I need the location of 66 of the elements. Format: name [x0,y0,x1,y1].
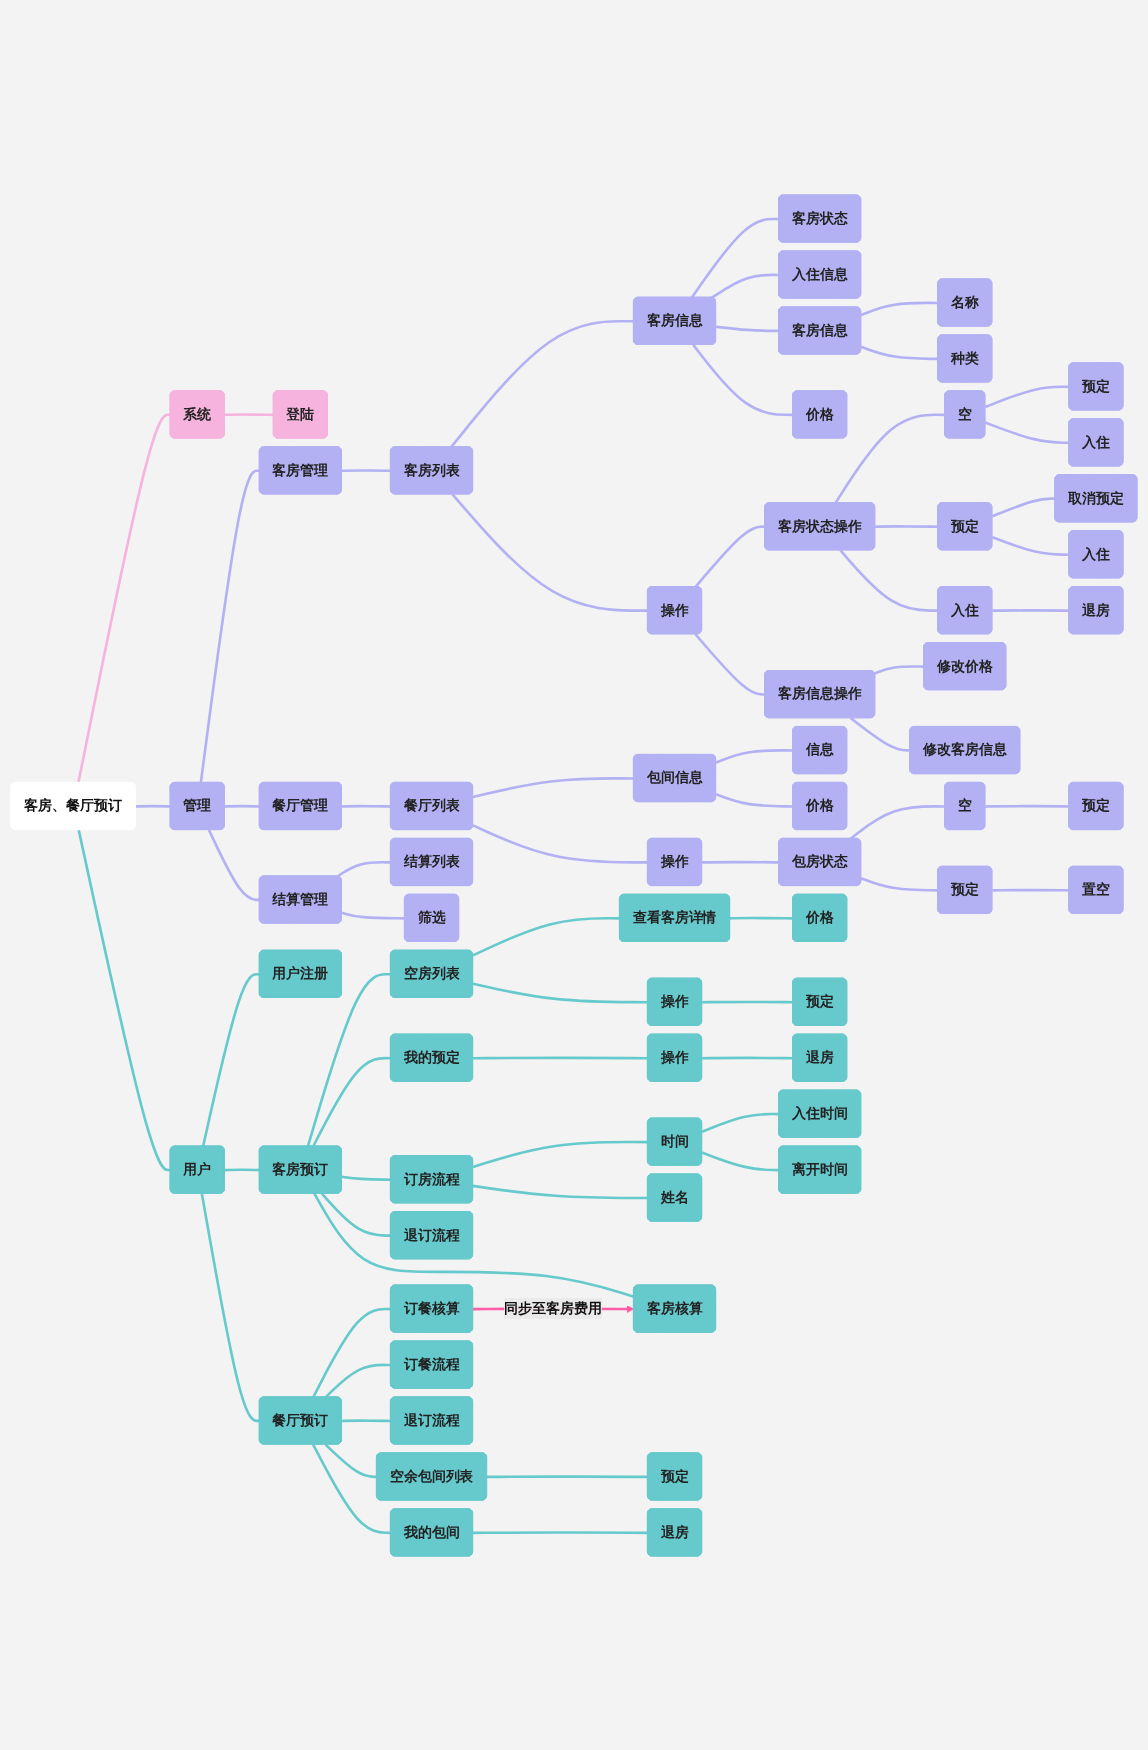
connector [341,1418,391,1422]
connector [473,1056,648,1059]
connector [472,1140,648,1168]
edge-label: 同步至客房费用 [504,1299,602,1316]
connector [341,1175,391,1181]
connector [472,776,634,798]
connector [472,1184,648,1199]
connector [694,524,766,588]
connector [472,981,648,1004]
connector [312,1056,391,1147]
connector [692,343,793,416]
connector [336,860,391,877]
connector [450,319,634,448]
connector [487,1474,648,1478]
connector [341,468,391,472]
connector [312,1443,391,1534]
connector [984,420,1070,444]
connector [473,1530,648,1534]
connector [306,972,391,1147]
connector [201,972,260,1147]
connector [701,1112,779,1133]
connector [860,301,939,316]
connector [730,916,793,920]
connector [324,1363,391,1398]
connector [860,345,939,360]
connector [702,860,779,864]
connector [472,916,620,957]
connector [875,524,939,528]
connector [224,1168,260,1171]
connector [984,384,1070,408]
connector [451,493,648,612]
connector [992,608,1070,612]
connector [472,823,648,864]
connector [702,1000,793,1004]
connector [341,911,405,920]
connector [992,888,1070,892]
connector [715,324,779,332]
connector [702,1056,793,1059]
connector [991,535,1070,556]
connector [694,632,766,696]
connector [207,829,260,901]
connector [320,1192,391,1237]
connector [701,1150,779,1171]
connector [849,804,946,840]
connector [77,829,171,1171]
connector [324,1443,377,1478]
connector [985,804,1070,808]
connector [834,412,946,504]
connector [77,412,171,783]
connector [135,804,171,808]
connector [991,496,1056,517]
connector [690,217,779,298]
connector [715,748,793,764]
connector [224,412,274,416]
connector [715,792,793,808]
connector [313,1192,635,1298]
connector [839,548,939,612]
connector [224,804,260,808]
connector [849,716,911,752]
connector [860,876,939,892]
connector [874,664,925,675]
connector [711,273,779,299]
connector [200,1192,260,1422]
connector [341,804,391,808]
connector [312,1307,391,1398]
connector [199,468,260,783]
